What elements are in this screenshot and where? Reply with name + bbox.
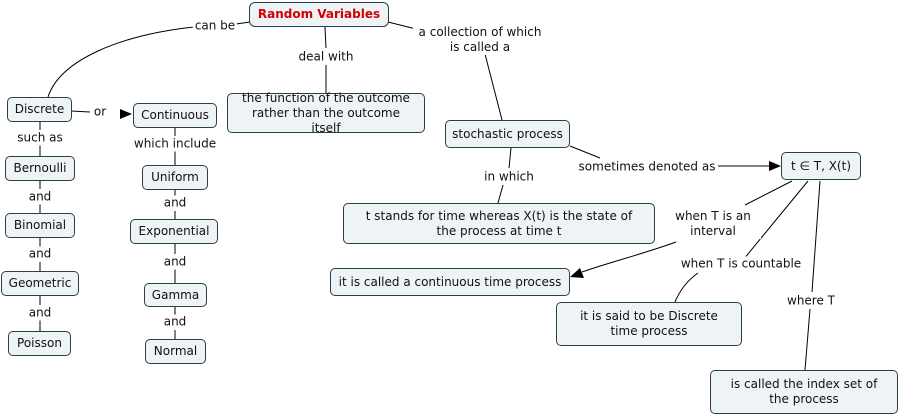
label-can-be: can be [192,18,238,34]
node-gamma[interactable]: Gamma [144,283,207,307]
line-stochastic-in-which [508,147,512,169]
node-uniform[interactable]: Uniform [142,165,208,190]
label-such-as: such as [15,130,65,146]
arrowhead-or-continuous [120,109,132,119]
label-and-1: and [26,189,54,205]
node-binomial[interactable]: Binomial [5,213,75,238]
label-where-T: where T [785,293,837,309]
node-t-in-T[interactable]: t ∈ T, X(t) [781,152,861,180]
line-tint-when-interval [744,180,793,206]
label-and-4: and [161,195,189,211]
label-and-6: and [161,314,189,330]
label-deal-with: deal with [296,49,356,65]
line-when-countable-discrete [674,272,699,303]
node-discrete[interactable]: Discrete [7,97,72,122]
label-collection: a collection of which is called a [413,25,547,55]
label-or: or [91,104,109,120]
line-can-be-to-discrete [47,26,195,98]
node-discrete-time-process[interactable]: it is said to be Discrete time process [556,302,742,346]
node-continuous-time-process[interactable]: it is called a continuous time process [330,268,570,296]
line-collection-to-stochastic [484,53,503,121]
node-random-variables[interactable]: Random Variables [249,2,389,27]
label-which-include: which include [131,136,219,152]
node-geometric[interactable]: Geometric [1,271,79,296]
label-and-5: and [161,254,189,270]
node-exponential[interactable]: Exponential [130,219,218,244]
line-where-T-index-set [804,308,811,371]
line-in-which-t-stands [497,184,504,204]
line-root-to-deal-with [324,26,327,49]
line-when-interval-continuous [581,241,677,273]
line-root-to-can-be [235,21,251,25]
line-tint-when-countable [742,180,809,261]
node-bernoulli[interactable]: Bernoulli [5,156,75,181]
label-and-3: and [26,305,54,321]
node-function-outcome[interactable]: the function of the outcome rather than … [227,91,425,135]
node-normal[interactable]: Normal [145,339,206,364]
node-continuous[interactable]: Continuous [133,103,217,128]
line-tint-where-T [811,180,821,293]
node-index-set[interactable]: is called the index set of the process [710,370,898,414]
label-when-countable: when T is countable [678,256,804,272]
line-discrete-to-or [70,110,91,113]
label-when-interval: when T is an interval [665,209,761,239]
node-t-stands-for-time[interactable]: t stands for time whereas X(t) is the st… [343,203,655,244]
label-sometimes-denoted: sometimes denoted as [576,159,718,175]
node-stochastic-process[interactable]: stochastic process [445,120,570,148]
arrowhead-t-in-T [769,161,781,171]
line-stochastic-sometimes [569,145,601,159]
node-poisson[interactable]: Poisson [8,331,71,356]
label-and-2: and [26,246,54,262]
arrowhead-continuous-time [570,268,584,278]
label-in-which: in which [482,169,536,185]
